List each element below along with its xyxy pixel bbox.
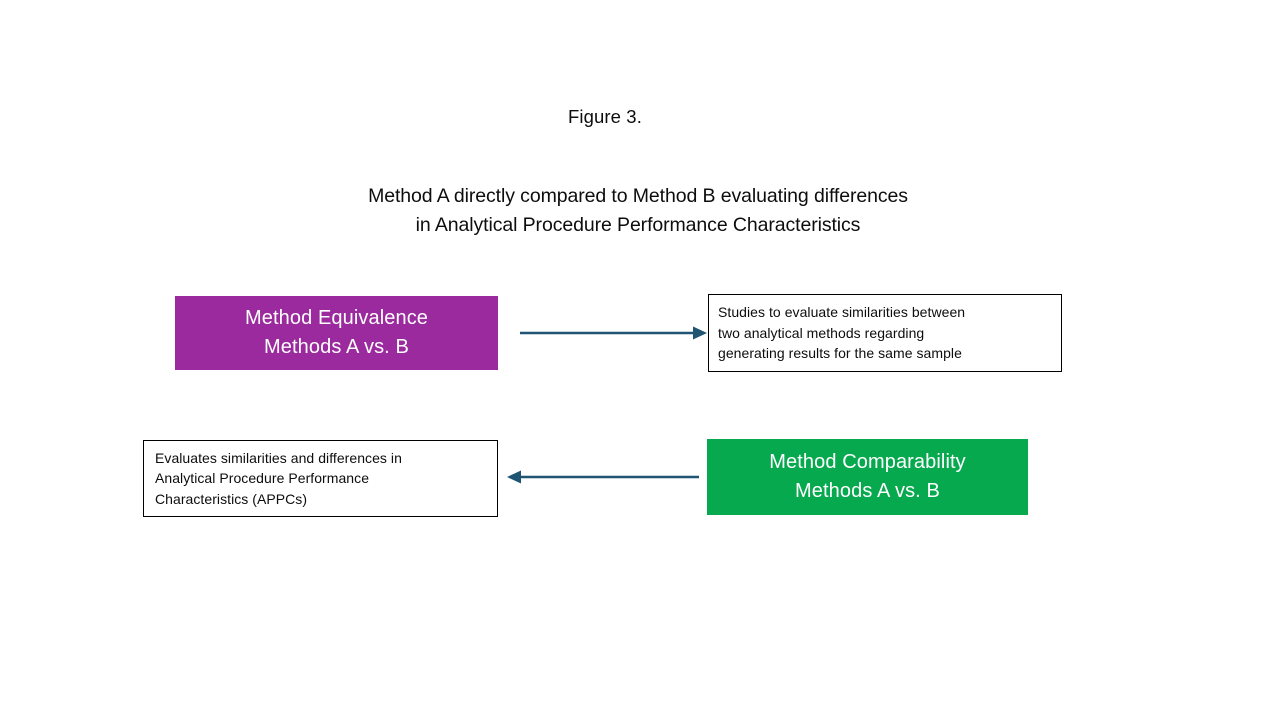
node-method-equivalence-line-1: Method Equivalence	[244, 307, 429, 329]
figure-title-line-1: Method A directly compared to Method B e…	[368, 185, 908, 207]
description-method-comparability-line-1: Evaluates similarities and differences i…	[155, 449, 402, 466]
arrow-left-icon	[507, 470, 699, 484]
arrow-right-icon	[520, 326, 707, 340]
description-method-equivalence-line-1: Studies to evaluate similarities between	[718, 304, 966, 321]
figure-title: Method A directly compared to Method B e…	[0, 182, 1276, 240]
description-method-equivalence-line-2: two analytical methods regarding	[718, 324, 925, 341]
description-method-equivalence-line-3: generating results for the same sample	[718, 345, 962, 362]
description-method-comparability-line-2: Analytical Procedure Performance	[155, 470, 370, 487]
node-method-equivalence[interactable]: Method Equivalence Methods A vs. B	[175, 296, 498, 370]
description-method-comparability: Evaluates similarities and differences i…	[143, 440, 498, 517]
node-method-comparability-line-1: Method Comparability	[769, 451, 966, 473]
description-method-equivalence: Studies to evaluate similarities between…	[708, 294, 1062, 372]
description-method-comparability-line-3: Characteristics (APPCs)	[155, 490, 308, 507]
figure-label: Figure 3.	[568, 106, 642, 127]
figure-title-line-2: in Analytical Procedure Performance Char…	[415, 214, 861, 236]
node-method-comparability-line-2: Methods A vs. B	[795, 480, 940, 502]
arrow-right-head	[693, 326, 707, 340]
node-method-equivalence-line-2: Methods A vs. B	[264, 336, 409, 358]
node-method-comparability[interactable]: Method Comparability Methods A vs. B	[707, 439, 1028, 515]
arrow-left-head	[507, 470, 521, 484]
